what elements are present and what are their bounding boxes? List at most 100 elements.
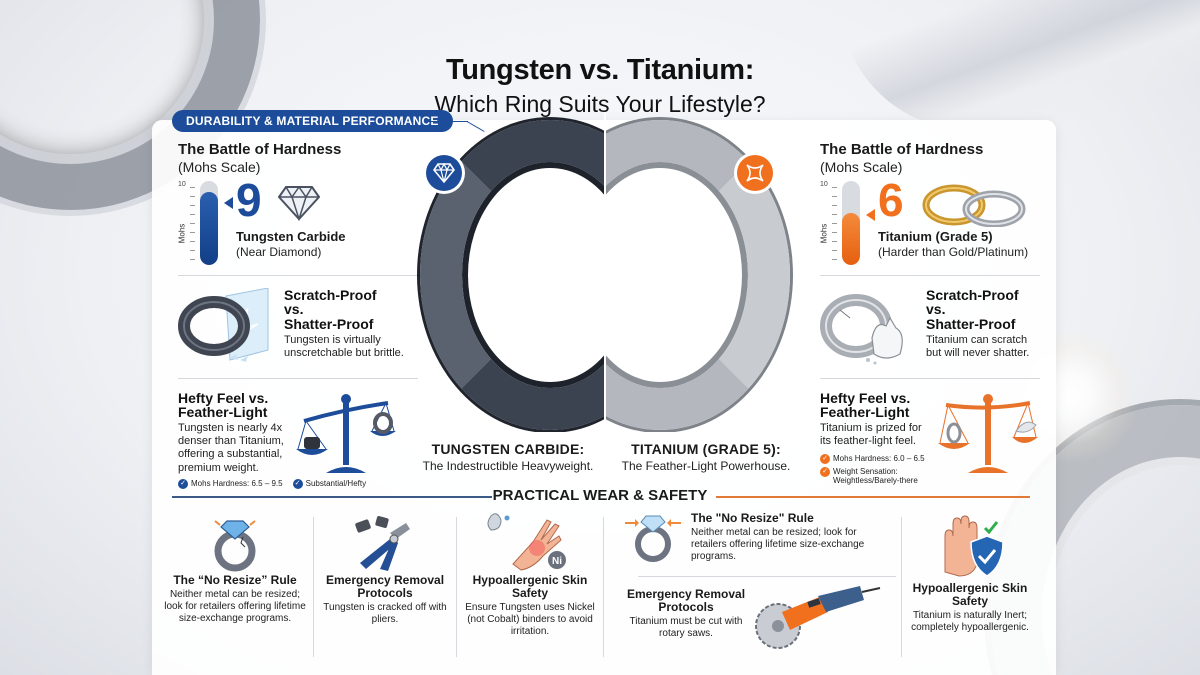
divider xyxy=(820,377,1040,379)
titanium-bullets: ✓ Mohs Hardness: 6.0 – 6.5 ✓ Weight Sens… xyxy=(820,454,932,485)
pw-text: Titanium is naturally Inert; completely … xyxy=(911,610,1029,634)
weight-title: Hefty Feel vs. Feather-Light xyxy=(178,389,290,421)
vertical-divider xyxy=(456,517,457,657)
titanium-badge xyxy=(737,155,773,191)
gauge-fill xyxy=(200,192,218,265)
compressed-ring-icon xyxy=(625,515,681,562)
practical-grid: The “No Resize” Rule Neither metal can b… xyxy=(160,511,1040,662)
scratch-title-line3: Shatter-Proof xyxy=(284,315,374,332)
bullet-text: Mohs Hardness: 6.5 – 9.5 xyxy=(191,478,283,488)
weight-text: Titanium is prized for its feather-light… xyxy=(820,421,922,448)
hardness-subtitle: (Mohs Scale) xyxy=(820,158,903,175)
tungsten-caption: TUNGSTEN CARBIDE: The Indestructible Hea… xyxy=(408,441,608,473)
weight-title-line2: Feather-Light xyxy=(820,404,910,421)
center-divider xyxy=(604,112,606,432)
divider xyxy=(820,274,1040,276)
pw-title: Emergency Removal Protocols xyxy=(325,573,445,601)
background-feather xyxy=(840,0,1200,130)
tungsten-no-resize-card: The “No Resize” Rule Neither metal can b… xyxy=(160,512,310,625)
pw-text: Titanium must be cut with rotary saws. xyxy=(629,616,743,640)
hand-shield-icon xyxy=(944,515,1004,577)
weight-title-line2: Feather-Light xyxy=(178,404,268,421)
irritated-hand-icon: Ni xyxy=(487,513,566,571)
scratch-text: Titanium can scratch but will never shat… xyxy=(926,333,1030,359)
pliers-icon xyxy=(355,516,410,571)
gauge-ticks xyxy=(190,186,195,263)
scratch-feature: Scratch-Proof vs. Shatter-Proof Titanium… xyxy=(820,282,1040,372)
hardness-gauge xyxy=(842,180,860,265)
gauge-axis-label: Mohs xyxy=(177,223,187,243)
hardness-title: The Battle of Hardness xyxy=(820,141,984,158)
pw-text: Ensure Tungsten uses Nickel (not Cobalt)… xyxy=(465,602,595,638)
check-icon: ✓ xyxy=(820,467,830,478)
pw-text: Neither metal can be resized; look for r… xyxy=(691,527,865,563)
section-line-right xyxy=(716,496,1030,498)
bullet-text: Weight Sensation: Weightless/Barely-ther… xyxy=(833,467,918,486)
tungsten-removal-card: Emergency Removal Protocols Tungsten is … xyxy=(320,512,450,626)
gauge-max-label: 10 xyxy=(178,180,186,188)
hardness-gauge-block: 10 Mohs 6 Titanium (Grade 5) (Harder tha… xyxy=(819,177,1040,269)
scratch-title-line1: Scratch-Proof xyxy=(284,286,377,303)
scratch-title: Scratch-Proof vs. Shatter-Proof xyxy=(284,286,404,332)
cracked-ring-icon xyxy=(214,520,256,572)
bullet-text: Substantial/Hefty xyxy=(305,478,367,488)
weight-feature: Hefty Feel vs. Feather-Light Tungsten is… xyxy=(178,385,418,475)
center-ring-comparison xyxy=(410,112,800,432)
weight-title: Hefty Feel vs. Feather-Light xyxy=(820,389,932,421)
scratch-title-line2: vs. xyxy=(284,301,304,318)
gauge-pointer xyxy=(866,208,875,221)
titanium-no-resize-card: The "No Resize" Rule Neither metal can b… xyxy=(625,511,905,564)
titanium-caption: TITANIUM (GRADE 5): The Feather-Light Po… xyxy=(606,441,806,473)
tungsten-column: The Battle of Hardness (Mohs Scale) 10 M… xyxy=(177,141,418,489)
diamond-icon xyxy=(278,185,320,221)
hardness-gauge-block: 10 Mohs 9 Tungsten Carbide (Near Diamond… xyxy=(177,177,418,269)
title-sub: Which Ring Suits Your Lifestyle? xyxy=(434,91,766,117)
tungsten-bullets: ✓ Mohs Hardness: 6.5 – 9.5 ✓ Substantial… xyxy=(178,478,418,489)
weight-title-line1: Hefty Feel vs. xyxy=(820,389,911,406)
gauge-max-label: 10 xyxy=(820,180,828,188)
vertical-divider xyxy=(603,517,604,657)
tungsten-caption-title: TUNGSTEN CARBIDE: xyxy=(431,441,585,457)
bullet-text: Mohs Hardness: 6.0 – 6.5 xyxy=(833,454,925,464)
scratch-feature: Scratch-Proof vs. Shatter-Proof Tungsten… xyxy=(178,282,418,372)
tungsten-caption-sub: The Indestructible Heavyweight. xyxy=(422,459,594,473)
weight-title-line1: Hefty Feel vs. xyxy=(178,389,269,406)
material-note: (Near Diamond) xyxy=(236,244,322,259)
vertical-divider xyxy=(313,517,314,657)
scratch-text: Tungsten is virtually unscretchable but … xyxy=(284,333,404,359)
divider xyxy=(178,377,418,379)
bullet-item: ✓ Weight Sensation: Weightless/Barely-th… xyxy=(820,467,932,485)
material-note: (Harder than Gold/Platinum) xyxy=(878,244,1029,259)
gauge-pointer xyxy=(224,196,233,209)
icon-area: Ni xyxy=(460,512,600,574)
pw-text: Neither metal can be resized; look for r… xyxy=(164,589,306,625)
check-icon: ✓ xyxy=(292,478,303,489)
material-name: Titanium (Grade 5) xyxy=(878,228,993,244)
balance-scale-icon xyxy=(296,393,396,473)
titanium-caption-sub: The Feather-Light Powerhouse. xyxy=(621,459,791,473)
material-name: Tungsten Carbide xyxy=(236,228,346,244)
rings-icon xyxy=(922,184,1026,227)
pw-title: Hypoallergenic Skin Safety xyxy=(912,581,1028,609)
practical-label-text: PRACTICAL WEAR & SAFETY xyxy=(492,487,708,504)
scratch-title-line1: Scratch-Proof xyxy=(926,286,1019,303)
divider xyxy=(178,274,418,276)
pw-text: Tungsten is cracked off with pliers. xyxy=(323,602,447,626)
titanium-caption-title: TITANIUM (GRADE 5): xyxy=(631,441,781,457)
burst-icon xyxy=(746,164,764,182)
tungsten-ring-shatter-glass-icon xyxy=(178,287,269,362)
icon-area xyxy=(160,512,310,574)
hardness-value: 9 xyxy=(236,173,262,226)
gauge-ticks xyxy=(832,186,837,263)
titanium-column: The Battle of Hardness (Mohs Scale) 10 M… xyxy=(819,141,1040,485)
check-icon: ✓ xyxy=(820,454,830,465)
titanium-hypoallergenic-card: Hypoallergenic Skin Safety Titanium is n… xyxy=(910,512,1030,634)
bullet-item: ✓ Substantial/Hefty xyxy=(292,478,367,489)
weight-text: Tungsten is nearly 4x denser than Titani… xyxy=(178,421,284,474)
scratch-title: Scratch-Proof vs. Shatter-Proof xyxy=(926,286,1038,332)
pill-connector-line xyxy=(428,121,468,122)
pw-title: The “No Resize” Rule xyxy=(173,573,297,587)
hardness-title: The Battle of Hardness xyxy=(178,141,342,158)
section-label-durability: DURABILITY & MATERIAL PERFORMANCE xyxy=(172,110,453,132)
title-main: Tungsten vs. Titanium: xyxy=(445,54,755,86)
